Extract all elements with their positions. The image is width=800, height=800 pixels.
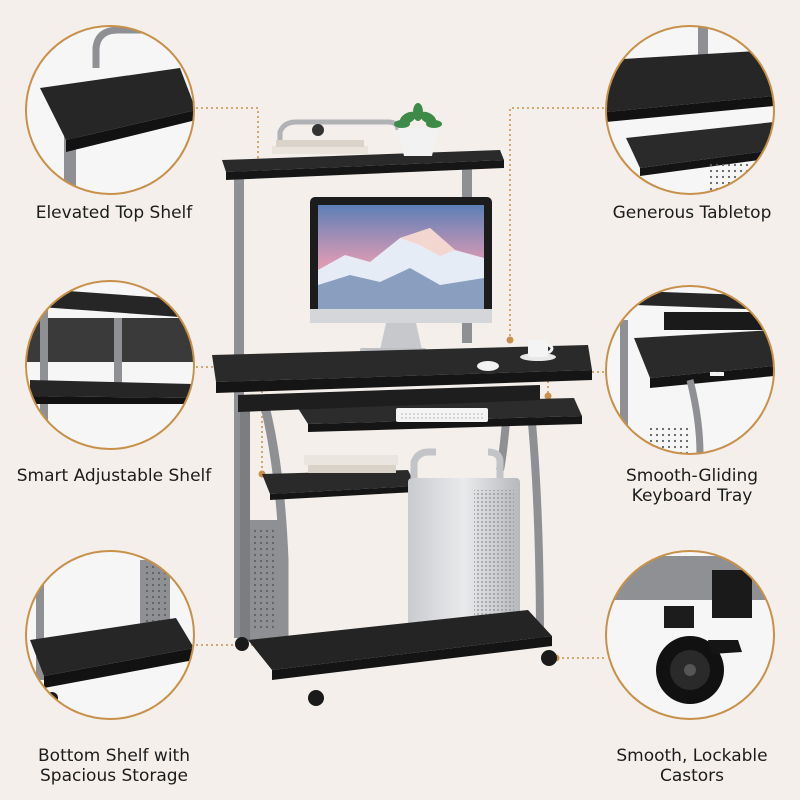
callout-castors (605, 550, 775, 720)
callout-bottom-shelf (25, 550, 195, 720)
feature-label-line: Keyboard Tray (631, 486, 753, 506)
callout-top-shelf (25, 25, 195, 195)
callout-tabletop (605, 25, 775, 195)
feature-label-tabletop: Generous Tabletop (584, 203, 800, 223)
feature-label-line: Smooth, Lockable (616, 746, 768, 766)
feature-label-castors: Smooth, Lockable Castors (584, 746, 800, 786)
callout-adjustable-shelf (25, 280, 195, 450)
feature-label-top-shelf: Elevated Top Shelf (0, 203, 228, 223)
callout-keyboard-tray (605, 285, 775, 455)
feature-label-line: Spacious Storage (39, 766, 189, 786)
feature-label-adjustable-shelf: Smart Adjustable Shelf (0, 466, 228, 486)
feature-label-line: Elevated Top Shelf (35, 203, 193, 223)
feature-label-line: Castors (659, 766, 725, 786)
feature-label-keyboard-tray: Smooth-Gliding Keyboard Tray (584, 466, 800, 506)
feature-label-line: Smooth-Gliding (625, 466, 759, 486)
feature-label-line: Smart Adjustable Shelf (16, 466, 212, 486)
feature-label-line: Bottom Shelf with (38, 746, 190, 766)
feature-label-bottom-shelf: Bottom Shelf with Spacious Storage (0, 746, 228, 786)
feature-label-line: Generous Tabletop (612, 203, 772, 223)
main-desk (212, 103, 592, 706)
